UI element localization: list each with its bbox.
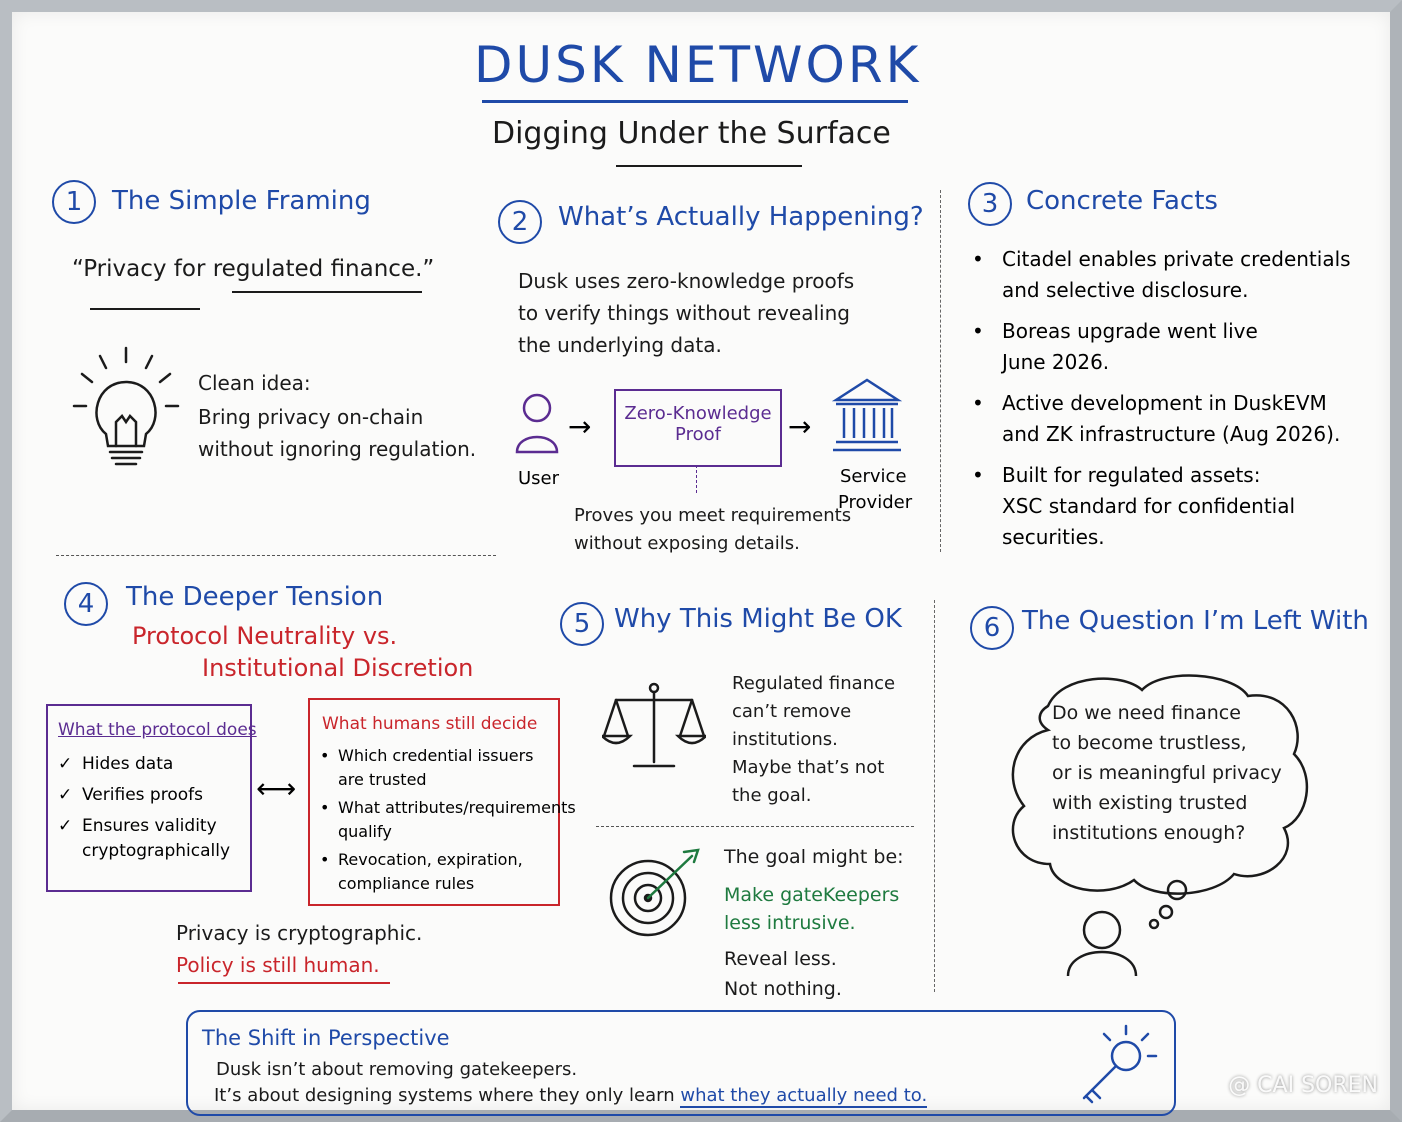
scale-line: the goal. [732,785,812,806]
double-arrow-icon: ⟷ [256,772,297,805]
section3-heading: Concrete Facts [1026,186,1218,216]
section-number-3: 3 [968,182,1012,226]
section4-sub1: Protocol Neutrality vs. [132,622,398,650]
section4-sub2: Institutional Discretion [202,654,474,682]
divider-vertical [940,190,941,552]
section5-goal-green2: less intrusive. [724,912,856,934]
bank-building-icon [832,378,902,452]
key-idea-icon [1082,1024,1158,1104]
conclusion-underline [178,982,390,984]
quote-underline [232,291,422,293]
protocol-box-title: What the protocol does [58,720,257,740]
section-number-6: 6 [970,606,1014,650]
protocol-item: Hides data [58,752,250,777]
zk-proof-box: Zero-Knowledge Proof [614,389,782,467]
humans-box: What humans still decide Which credentia… [308,698,576,906]
section5-heading: Why This Might Be OK [614,604,902,634]
user-icon [515,393,559,454]
thought-cloud-text: Do we need finance to become trustless, … [1052,698,1282,848]
section1-heading: The Simple Framing [112,186,371,216]
section1-idea-line1: Bring privacy on-chain [198,405,424,429]
protocol-item: Ensures validity [58,814,250,839]
zk-dashed-link [696,465,697,493]
perspective-highlight: what they actually need to. [680,1085,928,1108]
section6-heading: The Question I’m Left With [1022,606,1369,636]
section2-line2: to verify things without revealing [518,301,850,325]
divider-horizontal [56,555,496,556]
section-number-2: 2 [498,200,542,244]
quote-underline-left [90,308,200,310]
cloud-line: to become trustless, [1052,732,1247,754]
lightbulb-icon [72,346,180,466]
section1-idea-label: Clean idea: [198,371,311,395]
protocol-item: Verifies proofs [58,783,250,808]
section2-caption-line1: Proves you meet requirements [574,505,852,526]
subtitle-underline [616,165,802,167]
section4-heading: The Deeper Tension [126,582,384,612]
watermark: @ CAI SOREN [1228,1073,1378,1098]
protocol-list: Hides data Verifies proofs Ensures valid… [58,752,250,839]
fact-item: Built for regulated assets:XSC standard … [970,460,1351,553]
scale-line: Maybe that’s not [732,757,885,778]
provider-label-line2: Provider [838,492,913,513]
page-title: DUSK NETWORK [474,36,922,94]
arrow-right-icon: → [568,410,592,443]
divider-vertical [934,600,935,992]
protocol-box: What the protocol does Hides data Verifi… [46,704,257,892]
perspective-line1: Dusk isn’t about removing gatekeepers. [216,1059,578,1080]
scale-line: Regulated finance [732,673,896,694]
section1-quote: “Privacy for regulated finance.” [72,256,435,282]
divider-horizontal [596,826,914,827]
perspective-box: The Shift in Perspective Dusk isn’t abou… [186,1010,1176,1116]
provider-label-line1: Service [840,466,907,487]
section1-idea-line2: without ignoring regulation. [198,437,477,461]
scales-icon [602,682,706,768]
arrow-right-icon: → [788,410,812,443]
cloud-line: institutions enough? [1052,822,1246,844]
humans-item: Revocation, expiration,compliance rules [318,848,558,896]
section-number-4: 4 [64,582,108,626]
scale-line: institutions. [732,729,838,750]
humans-box-title: What humans still decide [322,714,538,734]
scale-line: can’t remove [732,701,852,722]
protocol-item-cont: cryptographically [82,841,231,861]
target-icon [609,848,700,937]
section2-heading: What’s Actually Happening? [558,202,924,232]
section4-conclusion2: Policy is still human. [176,953,380,977]
section2-line1: Dusk uses zero-knowledge proofs [518,269,855,293]
perspective-heading: The Shift in Perspective [202,1026,450,1050]
section2-line3: the underlying data. [518,333,722,357]
user-label: User [518,468,560,489]
cloud-line: with existing trusted [1052,792,1248,814]
zk-box-line1: Zero-Knowledge [624,403,772,424]
section-number-1: 1 [52,180,96,224]
section4-conclusion1: Privacy is cryptographic. [176,921,423,945]
section2-caption-line2: without exposing details. [574,533,800,554]
title-underline [482,100,908,103]
section-number-5: 5 [560,602,604,646]
section5-goal-line3: Reveal less. [724,948,837,970]
page-subtitle: Digging Under the Surface [492,116,891,151]
perspective-line2: It’s about designing systems where they … [214,1085,928,1108]
cloud-line: or is meaningful privacy [1052,762,1282,784]
zk-box-line2: Proof [675,424,721,445]
thought-cloud-icon [1011,674,1309,977]
section5-scale-text: Regulated finance can’t remove instituti… [732,670,895,810]
section5-goal-line4: Not nothing. [724,978,842,1000]
section5-goal-intro: The goal might be: [724,846,904,868]
cloud-line: Do we need finance [1052,702,1241,724]
section5-goal-green1: Make gateKeepers [724,884,900,906]
